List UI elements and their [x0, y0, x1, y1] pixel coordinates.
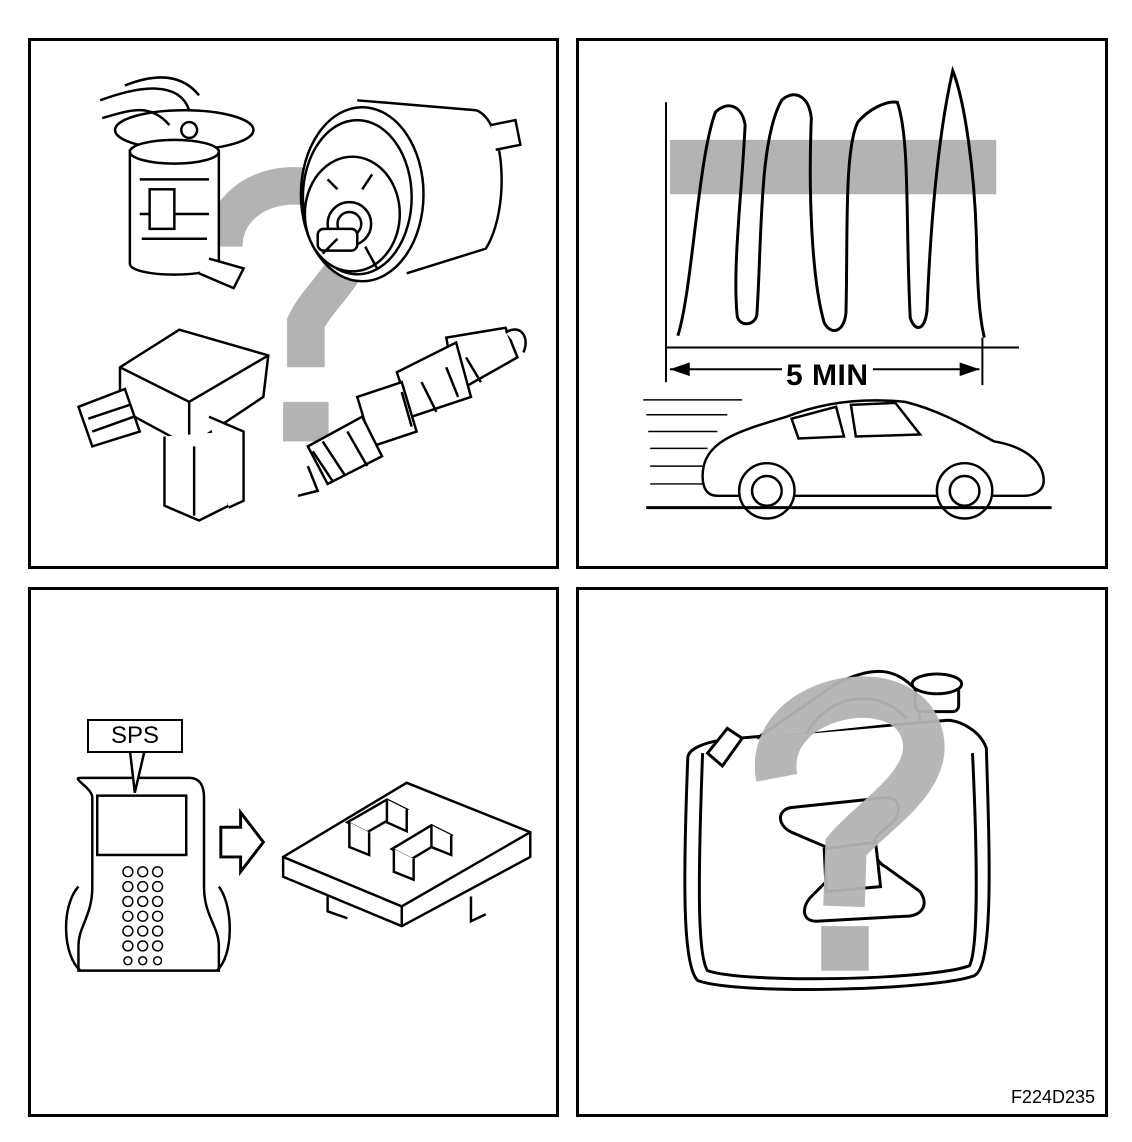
- programming-illustration: [64, 749, 532, 972]
- question-dot: [821, 926, 869, 971]
- graph-icon: [665, 65, 1019, 386]
- sps-label: SPS: [87, 719, 183, 753]
- time-label: 5 MIN: [782, 359, 873, 393]
- figure-code: F224D235: [1010, 1087, 1095, 1107]
- scan-tool-icon: [64, 749, 231, 972]
- target-band: [669, 139, 997, 195]
- drive-cycle-illustration: [643, 65, 1052, 520]
- arrow-right-icon: [219, 808, 266, 877]
- control-module-icon: [281, 781, 532, 928]
- panel-fuel-quality: F224D235: [576, 587, 1108, 1117]
- oxygen-sensor-icon: [297, 326, 527, 498]
- question-dot: [283, 401, 329, 442]
- components-illustration: [76, 76, 527, 522]
- panel-programming: SPS: [28, 587, 559, 1117]
- panel-components: [28, 38, 559, 569]
- panel-drive-cycle: 5 MIN: [576, 38, 1108, 569]
- fuel-trim-trace: [676, 65, 986, 338]
- question-mark-icon: [754, 676, 945, 908]
- pressure-regulator-icon: [299, 99, 522, 283]
- fuel-pump-icon: [99, 76, 255, 290]
- car-icon: [643, 399, 1052, 520]
- mass-airflow-sensor-icon: [76, 328, 270, 522]
- fuel-quality-illustration: [683, 669, 991, 991]
